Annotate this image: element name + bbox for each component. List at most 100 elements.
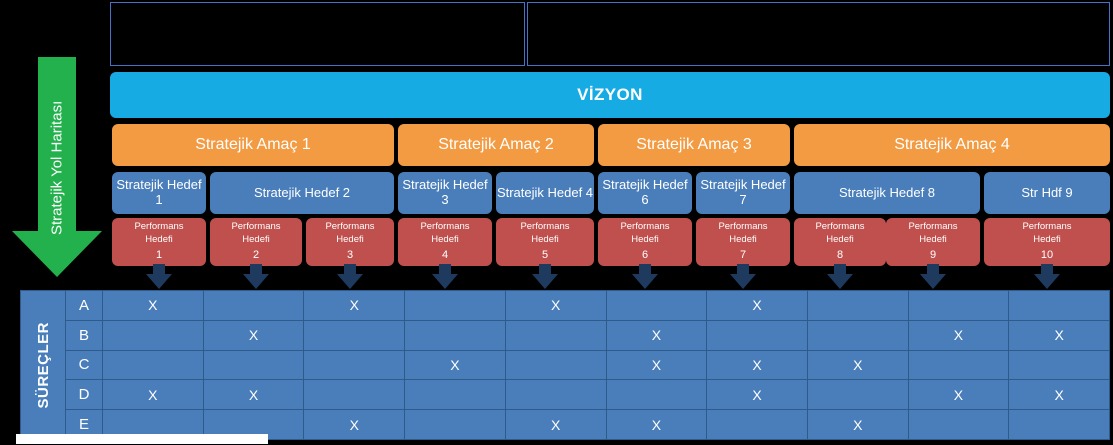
matrix-cell-D-3[interactable]: [304, 380, 406, 410]
target-9[interactable]: Str Hdf 9: [984, 172, 1110, 214]
performance-title-line2: Hedefi: [631, 233, 659, 245]
target-1[interactable]: Stratejik Hedef 1: [112, 172, 206, 214]
arrow-stem: [927, 264, 939, 276]
vision-bar[interactable]: VİZYON: [110, 72, 1110, 118]
matrix-cell-C-8[interactable]: X: [808, 350, 909, 380]
matrix-cell-B-7[interactable]: [707, 320, 808, 350]
empty-box-right: [527, 2, 1110, 66]
matrix-side-label-text: SÜREÇLER: [34, 321, 52, 409]
matrix-cell-E-10[interactable]: [1009, 410, 1109, 439]
performance-title-line1: Performans: [134, 221, 184, 233]
matrix-cell-E-2[interactable]: [204, 410, 305, 439]
performance-title-line2: Hedefi: [431, 233, 459, 245]
performance-title-line2: Hedefi: [531, 233, 559, 245]
arrow-stem: [834, 264, 846, 276]
matrix-cell-A-1[interactable]: X: [103, 291, 204, 320]
matrix-cell-C-1[interactable]: [103, 350, 204, 380]
matrix-cell-D-10[interactable]: X: [1054, 386, 1064, 403]
matrix-cell-A-10[interactable]: [1009, 291, 1109, 320]
matrix-cell-C-3[interactable]: [304, 350, 406, 380]
matrix-cell-E-7[interactable]: [707, 410, 808, 439]
arrow-stem: [539, 264, 551, 276]
matrix-cell-E-1[interactable]: [103, 410, 204, 439]
aim-1[interactable]: Stratejik Amaç 1: [112, 124, 394, 166]
matrix-cell-D-7[interactable]: X: [707, 380, 808, 410]
matrix-cell-A-4[interactable]: [405, 291, 506, 320]
matrix-cell-B-4[interactable]: [405, 320, 506, 350]
matrix-cell-A-3[interactable]: X: [304, 291, 406, 320]
arrow-stem: [1041, 264, 1053, 276]
matrix-cell-D-4[interactable]: [405, 380, 506, 410]
matrix-cell-E-5[interactable]: X: [506, 410, 607, 439]
aim-4[interactable]: Stratejik Amaç 4: [794, 124, 1110, 166]
connector-arrow-5: [496, 264, 594, 291]
matrix-row-label-C: C: [66, 350, 103, 380]
target-4[interactable]: Stratejik Hedef 4: [496, 172, 594, 214]
performance-number: 1: [155, 249, 163, 262]
matrix-cell-B-8[interactable]: [808, 320, 909, 350]
matrix-cell-D-2[interactable]: X: [204, 380, 305, 410]
performance-number: 8: [836, 249, 844, 262]
matrix-cell-C-6[interactable]: X: [607, 350, 708, 380]
target-6[interactable]: Stratejik Hedef 6: [598, 172, 692, 214]
matrix-row-label-B: B: [66, 320, 103, 350]
matrix-cell-A-9[interactable]: [909, 291, 1010, 320]
matrix-cell-C-2[interactable]: [204, 350, 305, 380]
matrix-cell-E-9[interactable]: [909, 410, 1010, 439]
matrix-row-label-A: A: [66, 291, 103, 320]
matrix-cell-D-5[interactable]: [506, 380, 607, 410]
arrow-head: [532, 274, 558, 289]
matrix-cell-E-3[interactable]: X: [304, 410, 406, 439]
matrix-cell-D-9[interactable]: X: [909, 380, 1010, 410]
performance-number: 9: [929, 249, 937, 262]
matrix-cell-D-6[interactable]: [607, 380, 708, 410]
aim-2[interactable]: Stratejik Amaç 2: [398, 124, 594, 166]
matrix-cell-E-4[interactable]: [405, 410, 506, 439]
matrix-cell-A-5[interactable]: X: [506, 291, 607, 320]
performance-number: 3: [346, 249, 354, 262]
matrix-cell-C-10[interactable]: [1009, 351, 1109, 380]
target-8[interactable]: Stratejik Hedef 8: [794, 172, 980, 214]
matrix-cell-D-8[interactable]: [808, 380, 909, 410]
arrow-stem: [153, 264, 165, 276]
matrix-cell-E-6[interactable]: X: [607, 410, 708, 439]
matrix-cell-A-2[interactable]: [204, 291, 305, 320]
matrix-row-label-D: D: [66, 380, 103, 410]
matrix-cell-A-7[interactable]: X: [707, 291, 808, 320]
matrix-cell-C-4[interactable]: X: [405, 350, 506, 380]
matrix-cell-B-2[interactable]: X: [204, 320, 305, 350]
matrix-cell-C-5[interactable]: [506, 350, 607, 380]
matrix-cell-A-8[interactable]: [808, 291, 909, 320]
arrow-stem: [439, 264, 451, 276]
matrix-cell-B-3[interactable]: [304, 320, 406, 350]
target-3[interactable]: Stratejik Hedef 3: [398, 172, 492, 214]
arrow-head: [827, 274, 853, 289]
matrix-cell-B-10[interactable]: X: [1054, 327, 1064, 344]
matrix-cell-B-1[interactable]: [103, 320, 204, 350]
matrix-cell-E-8[interactable]: X: [808, 410, 909, 439]
aim-3[interactable]: Stratejik Amaç 3: [598, 124, 790, 166]
performance-title-line1: Performans: [231, 221, 281, 233]
matrix-side-label: SÜREÇLER: [21, 291, 66, 439]
matrix-cell-C-9[interactable]: [909, 350, 1010, 380]
matrix-cell-B-5[interactable]: [506, 320, 607, 350]
target-2[interactable]: Stratejik Hedef 2: [210, 172, 394, 214]
matrix-cell-B-9[interactable]: X: [909, 320, 1010, 350]
target-7[interactable]: Stratejik Hedef 7: [696, 172, 790, 214]
matrix-cell-A-6[interactable]: [607, 291, 708, 320]
matrix-cell-B-6[interactable]: X: [607, 320, 708, 350]
matrix-cell-C-7[interactable]: X: [707, 350, 808, 380]
matrix-cell-D-1[interactable]: X: [103, 380, 204, 410]
